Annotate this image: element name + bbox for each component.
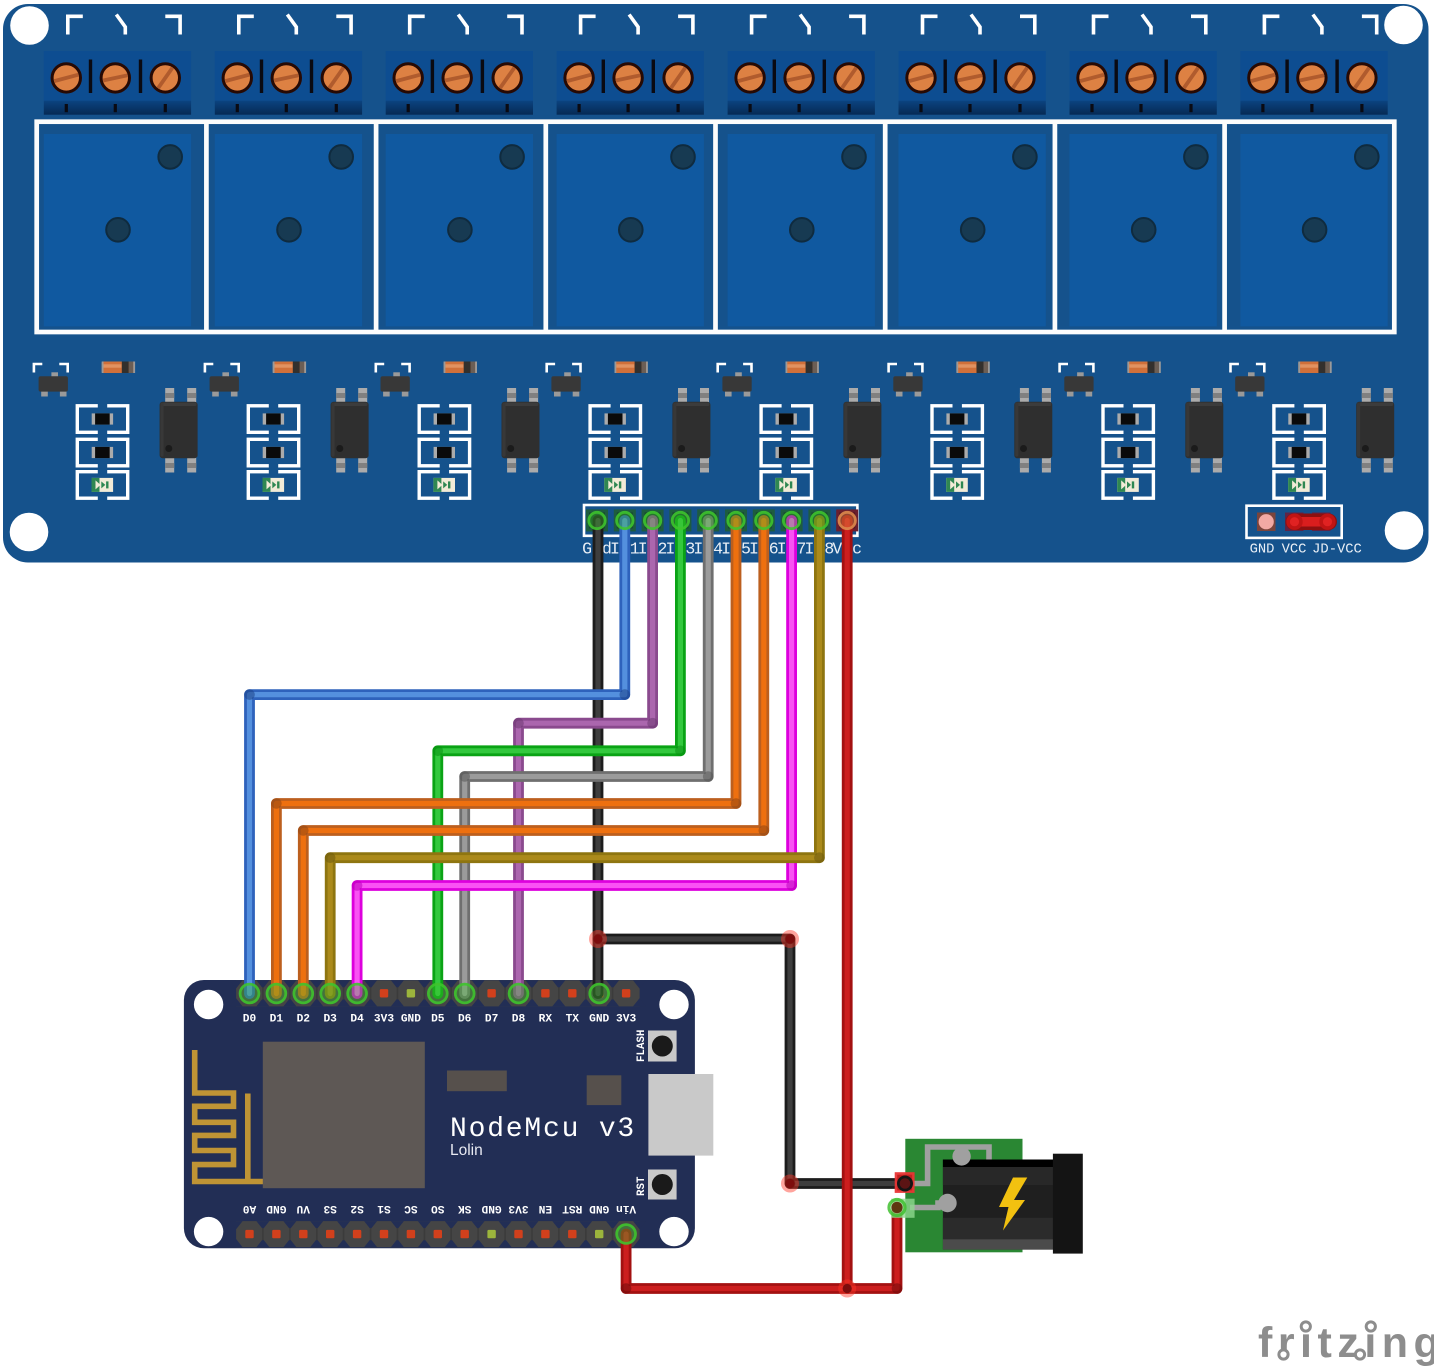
svg-text:SK: SK [458, 1202, 472, 1214]
svg-text:GND: GND [401, 1013, 421, 1025]
svg-text:D2: D2 [297, 1013, 311, 1025]
svg-text:RX: RX [539, 1013, 553, 1025]
svg-text:RST: RST [562, 1202, 582, 1214]
svg-text:TX: TX [566, 1013, 580, 1025]
svg-text:VU: VU [296, 1202, 310, 1214]
svg-text:D0: D0 [243, 1013, 257, 1025]
svg-text:GND: GND [266, 1202, 286, 1214]
svg-text:D1: D1 [270, 1013, 284, 1025]
svg-text:3V3: 3V3 [508, 1202, 528, 1214]
svg-text:SC: SC [404, 1202, 418, 1214]
svg-text:S1: S1 [377, 1202, 391, 1214]
svg-text:D5: D5 [431, 1013, 445, 1025]
svg-text:GND: GND [589, 1202, 609, 1214]
svg-text:Vin: Vin [616, 1202, 636, 1214]
svg-text:JD-VCC: JD-VCC [1312, 543, 1362, 558]
svg-text:Lolin: Lolin [450, 1142, 483, 1159]
svg-text:S3: S3 [323, 1202, 337, 1214]
svg-text:D8: D8 [512, 1013, 526, 1025]
svg-text:SO: SO [431, 1202, 445, 1214]
svg-text:EN: EN [539, 1202, 552, 1214]
svg-text:VCC: VCC [1282, 543, 1307, 558]
svg-text:GND: GND [481, 1202, 501, 1214]
svg-text:D6: D6 [458, 1013, 472, 1025]
svg-text:A0: A0 [243, 1202, 257, 1214]
svg-text:FLASH: FLASH [636, 1030, 648, 1062]
svg-text:3V3: 3V3 [374, 1013, 394, 1025]
svg-text:D7: D7 [485, 1013, 498, 1025]
svg-text:NodeMcu v3: NodeMcu v3 [450, 1114, 636, 1145]
svg-text:D3: D3 [323, 1013, 337, 1025]
svg-text:S2: S2 [350, 1202, 364, 1214]
svg-text:D4: D4 [350, 1013, 364, 1025]
svg-text:GND: GND [589, 1013, 609, 1025]
svg-text:RST: RST [636, 1176, 648, 1196]
svg-text:3V3: 3V3 [616, 1013, 636, 1025]
svg-text:GND: GND [1250, 543, 1275, 558]
